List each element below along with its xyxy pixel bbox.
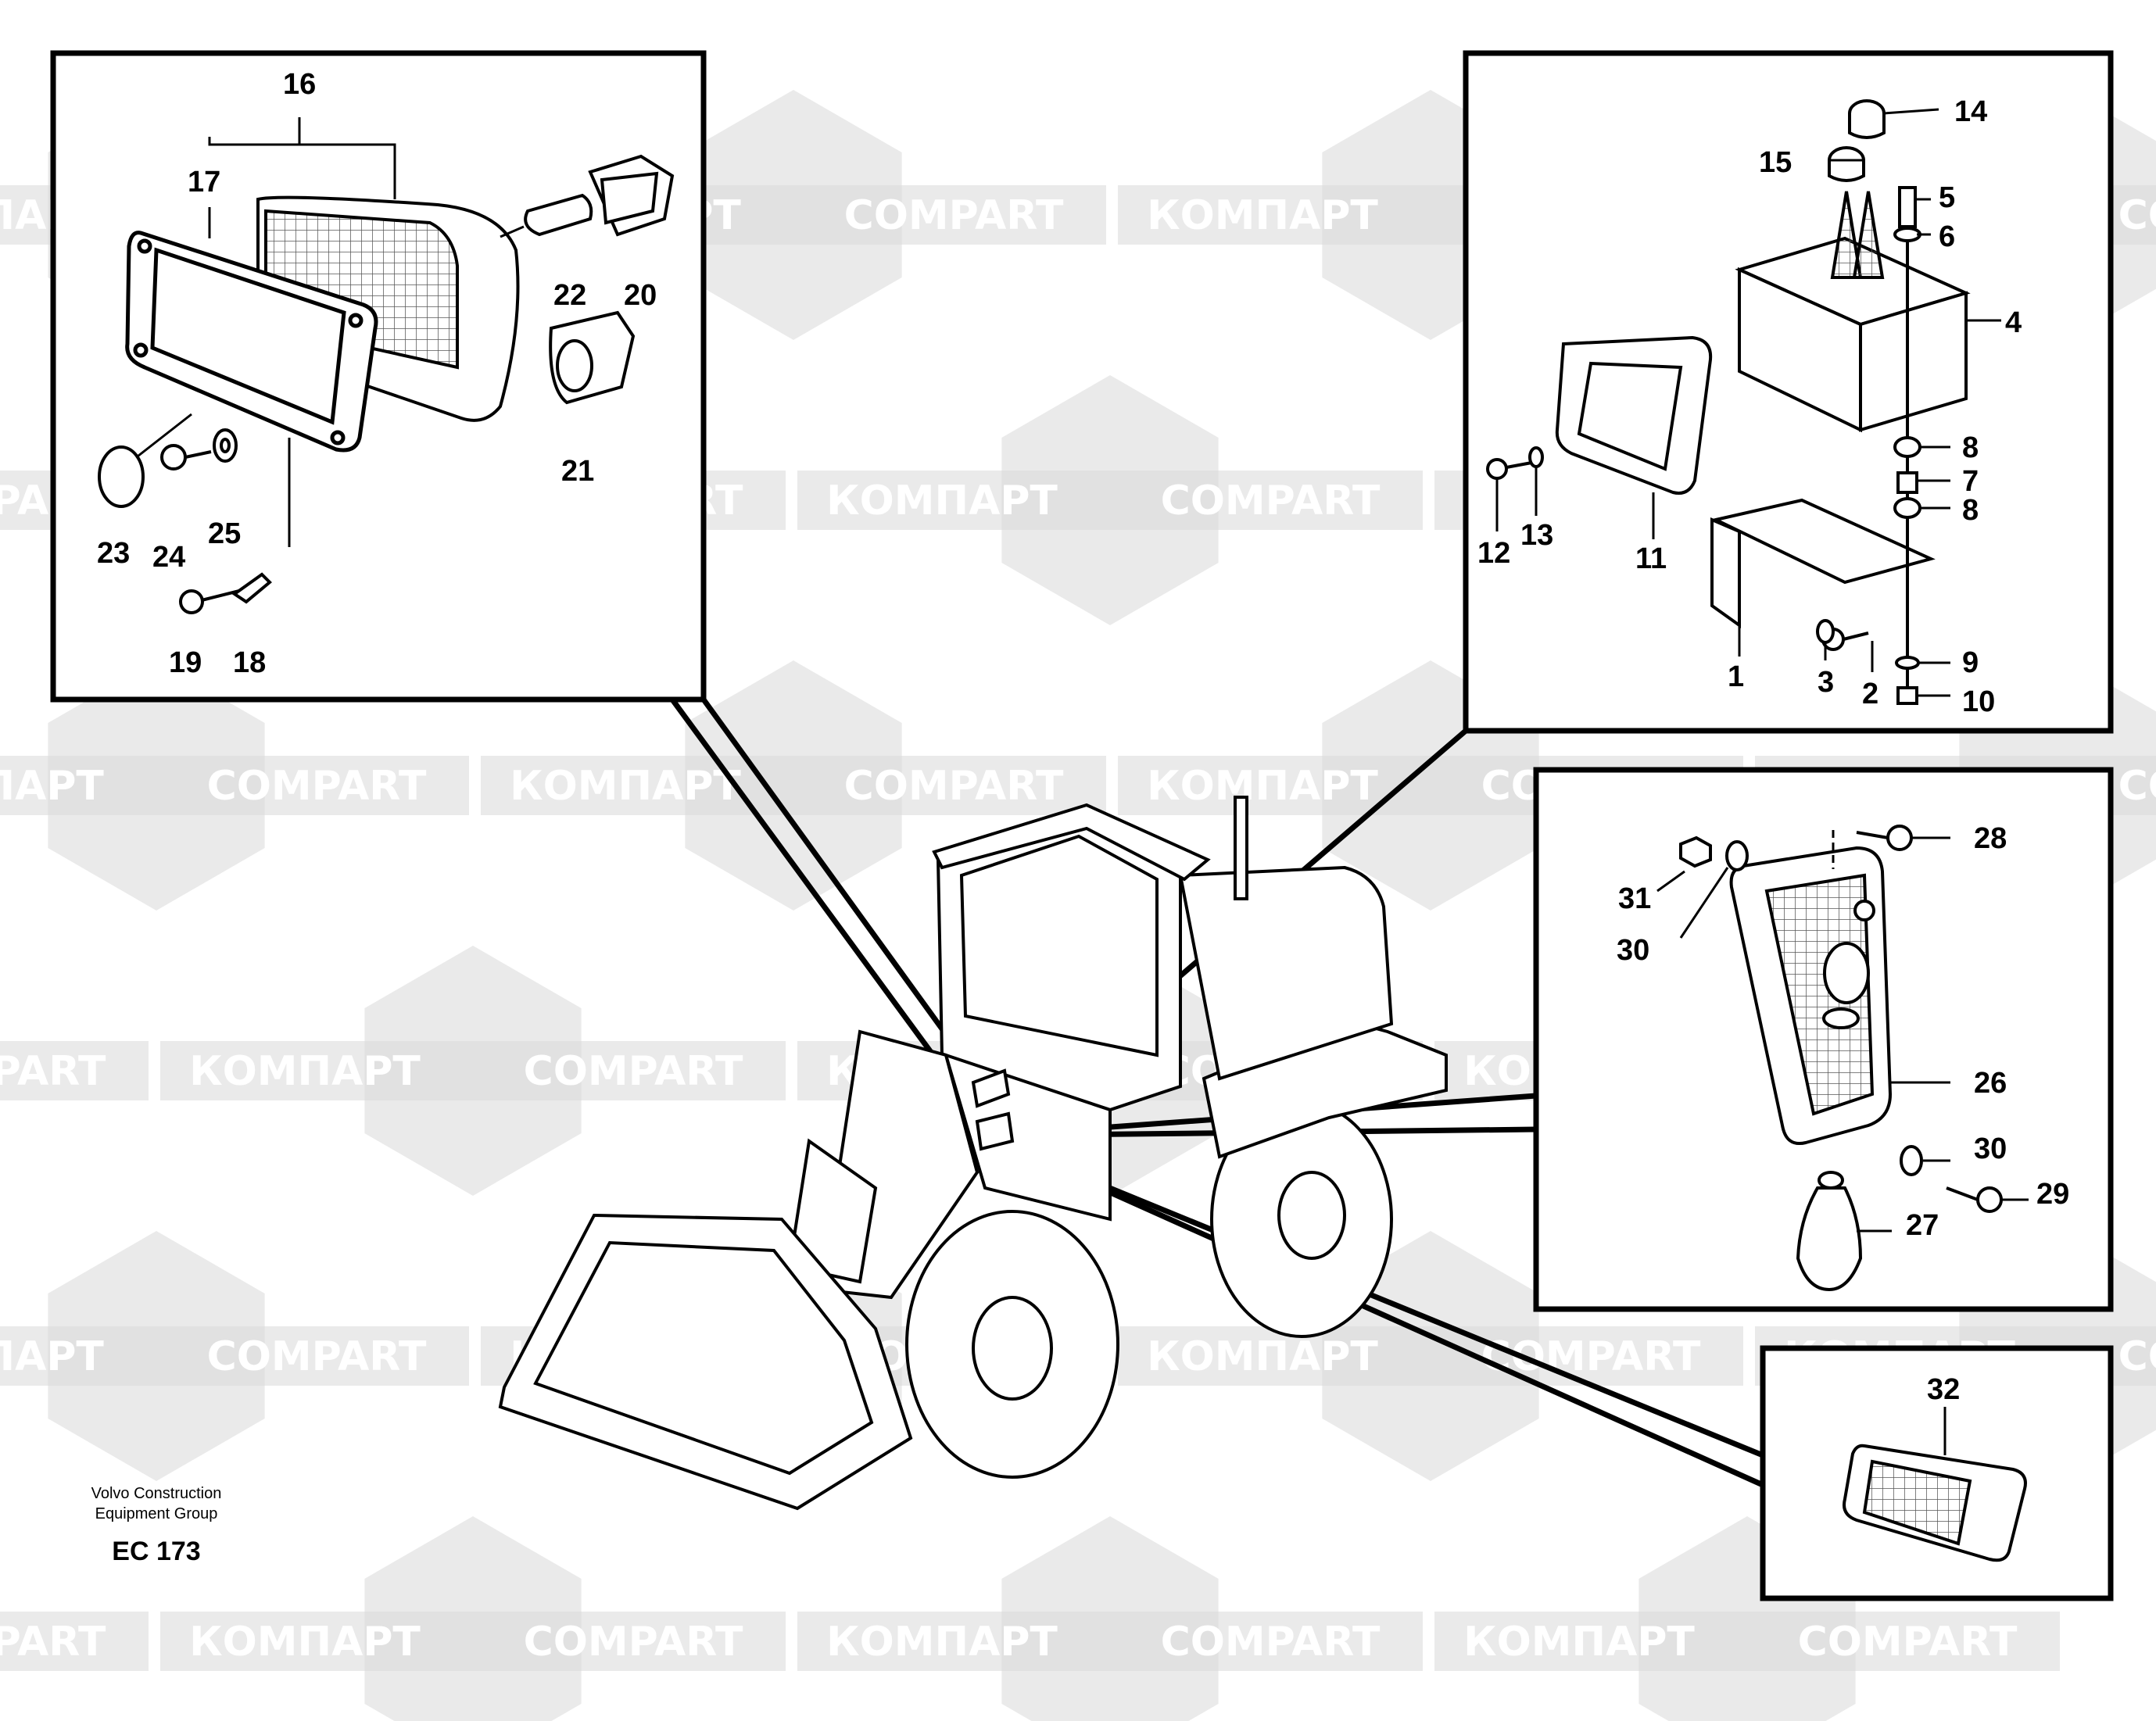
svg-text:COMPART: COMPART <box>1161 1619 1381 1666</box>
diagram-code: EC 173 <box>112 1537 201 1566</box>
screw-19 <box>179 589 243 614</box>
bulb-22 <box>524 193 593 237</box>
callout-25: 25 <box>208 517 241 550</box>
svg-text:КОМПАРТ: КОМПАРТ <box>189 1619 421 1666</box>
callout-7: 7 <box>1962 465 1979 498</box>
callout-2: 2 <box>1862 678 1878 710</box>
callout-4: 4 <box>2005 306 2022 339</box>
company-line-2: Equipment Group <box>95 1505 218 1522</box>
callout-30a: 30 <box>1617 934 1649 967</box>
callout-6: 6 <box>1939 220 1955 253</box>
svg-text:COMPART: COMPART <box>524 1619 743 1666</box>
callout-19: 19 <box>169 646 202 679</box>
lamp-plate-11 <box>1555 335 1713 495</box>
svg-text:КОМПАРТ: КОМПАРТ <box>1463 1619 1695 1666</box>
callout-31: 31 <box>1618 882 1651 915</box>
headlight-bezel <box>125 231 378 453</box>
callout-24: 24 <box>152 541 185 574</box>
callout-1: 1 <box>1728 660 1744 693</box>
svg-text:КОМПАРТ: КОМПАРТ <box>1147 1333 1378 1380</box>
svg-text:COMPART: COMPART <box>524 1048 743 1095</box>
callout-8a: 8 <box>1962 431 1979 464</box>
svg-text:COMPART: COMPART <box>2118 192 2156 239</box>
watermark-tile: КОМПАРТ COMPART <box>0 660 469 911</box>
callout-14: 14 <box>1954 95 1987 128</box>
callout-15: 15 <box>1759 146 1792 179</box>
callout-13: 13 <box>1520 519 1553 552</box>
callout-3: 3 <box>1818 666 1834 699</box>
screw-24 <box>160 444 212 471</box>
callout-22: 22 <box>553 279 586 312</box>
washer-25 <box>213 428 238 463</box>
svg-text:COMPART: COMPART <box>1798 1619 2018 1666</box>
callout-8b: 8 <box>1962 494 1979 527</box>
bulb-23 <box>98 445 145 508</box>
svg-text:КОМПАРТ: КОМПАРТ <box>826 478 1058 524</box>
callout-27: 27 <box>1906 1209 1939 1242</box>
svg-text:COMPART: COMPART <box>2118 763 2156 810</box>
callout-12: 12 <box>1477 537 1510 570</box>
callout-21: 21 <box>561 455 594 488</box>
callout-23: 23 <box>97 537 130 570</box>
svg-text:КОМПАРТ: КОМПАРТ <box>189 1048 421 1095</box>
svg-text:COMPART: COMPART <box>844 763 1064 810</box>
svg-text:COMPART: COMPART <box>844 192 1064 239</box>
svg-text:КОМПАРТ: КОМПАРТ <box>1147 763 1378 810</box>
watermark-tile: КОМПАРТ COMPART <box>0 1231 469 1481</box>
svg-text:КОМПАРТ: КОМПАРТ <box>0 1333 104 1380</box>
lamp-fasteners <box>1679 825 2003 1213</box>
callout-32: 32 <box>1927 1373 1960 1406</box>
callout-17: 17 <box>188 166 220 199</box>
callout-28: 28 <box>1974 822 2007 855</box>
callout-5: 5 <box>1939 181 1955 214</box>
company-line-1: Volvo Construction <box>91 1485 222 1502</box>
watermark-tile: КОМПАРТ COMPART <box>160 1516 786 1721</box>
panel-bracket: 14 15 5 6 4 8 7 8 9 10 12 13 11 1 3 2 <box>1463 50 2114 734</box>
panel-reflector: 32 <box>1760 1345 2114 1601</box>
watermark-tile: КОМПАРТ COMPART <box>481 660 1106 911</box>
callout-18: 18 <box>233 646 266 679</box>
mounting-bracket-1 <box>1710 498 1936 628</box>
callout-10: 10 <box>1962 685 1995 718</box>
reflector-32 <box>1843 1444 2027 1562</box>
callout-29: 29 <box>2036 1178 2069 1211</box>
callout-16: 16 <box>283 68 316 101</box>
svg-text:COMPART: COMPART <box>207 763 427 810</box>
company-label: Volvo Construction Equipment Group <box>47 1483 266 1524</box>
callout-20: 20 <box>624 279 657 312</box>
panel-side-lamp: 28 31 30 26 30 29 27 <box>1533 767 2114 1312</box>
svg-text:КОМПАРТ: КОМПАРТ <box>510 763 741 810</box>
watermark-tile: КОМПАРТ COMPART <box>797 375 1423 625</box>
svg-text:КОМПАРТ: КОМПАРТ <box>0 763 104 810</box>
bulb-27 <box>1796 1171 1863 1292</box>
callout-9: 9 <box>1962 646 1979 679</box>
svg-text:COMPART: COMPART <box>0 1619 106 1666</box>
wheel-loader <box>498 796 1448 1511</box>
watermark-tile: КОМПАРТ COMPART <box>1434 1516 2060 1721</box>
svg-text:COMPART: COMPART <box>0 1048 106 1095</box>
side-lamp-26 <box>1729 846 1893 1145</box>
spring-18 <box>231 572 272 604</box>
socket-21 <box>549 310 636 405</box>
watermark-tile: КОМПАРТ COMPART <box>797 1516 1423 1721</box>
bulb-holder-20 <box>588 154 675 237</box>
svg-text:КОМПАРТ: КОМПАРТ <box>826 1619 1058 1666</box>
watermark-tile: КОМПАРТ COMPART <box>160 946 786 1196</box>
callout-26: 26 <box>1974 1067 2007 1100</box>
bracket-box-4 <box>1735 236 1971 433</box>
svg-text:COMPART: COMPART <box>1161 478 1381 524</box>
svg-text:COMPART: COMPART <box>2118 1333 2156 1380</box>
svg-text:COMPART: COMPART <box>207 1333 427 1380</box>
callout-30b: 30 <box>1974 1132 2007 1165</box>
panel-headlight: 16 17 22 20 21 23 24 25 19 18 <box>50 50 707 703</box>
svg-text:КОМПАРТ: КОМПАРТ <box>1147 192 1378 239</box>
callout-11: 11 <box>1635 542 1667 575</box>
